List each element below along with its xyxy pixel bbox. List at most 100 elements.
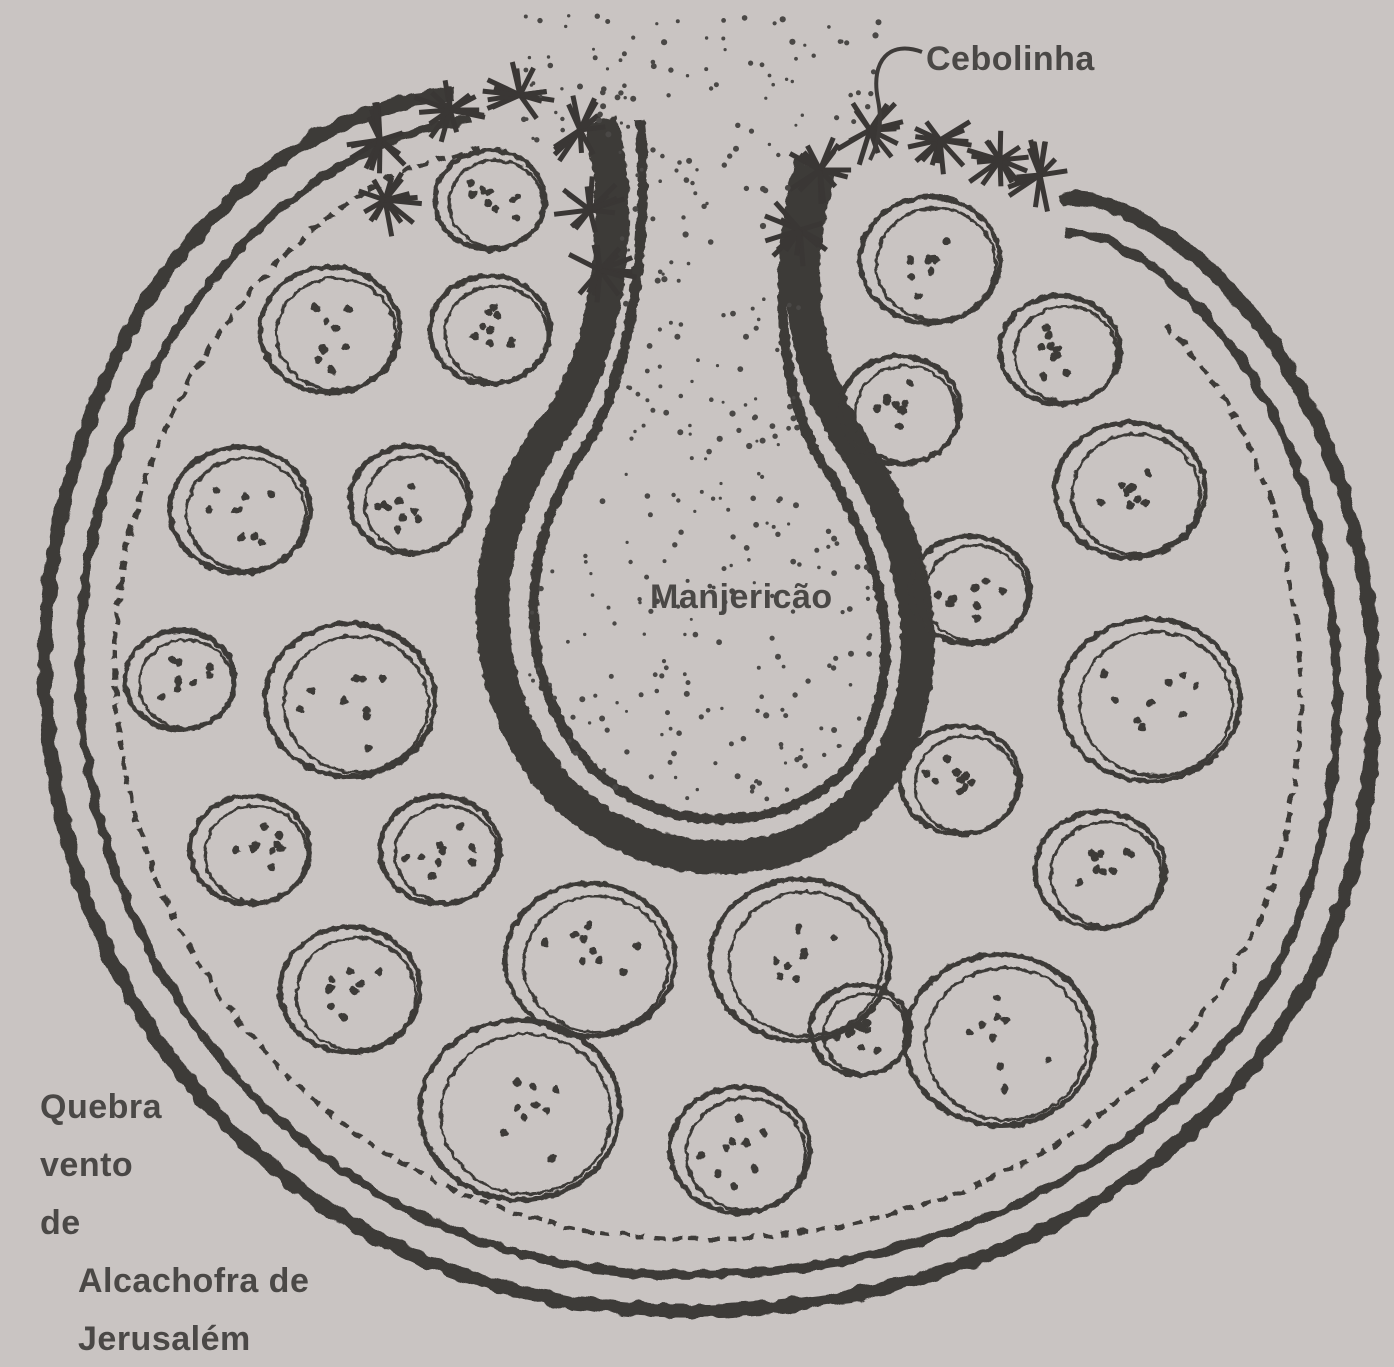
- seed-dot: [784, 961, 792, 969]
- basil-dot: [757, 780, 762, 785]
- basil-dot: [834, 115, 839, 120]
- basil-dot: [662, 659, 666, 663]
- plant-circle-inner: [730, 892, 883, 1036]
- basil-dot: [660, 733, 663, 736]
- seed-dot: [1043, 324, 1051, 332]
- basil-dot: [627, 249, 630, 252]
- basil-dot: [780, 708, 784, 712]
- basil-dot: [645, 369, 650, 374]
- basil-dot: [612, 621, 616, 625]
- plant-circle: [265, 624, 435, 777]
- basil-dot: [780, 746, 784, 750]
- basil-dot: [757, 318, 761, 322]
- basil-dot: [628, 560, 632, 564]
- basil-dot: [685, 796, 689, 800]
- basil-dot: [724, 48, 727, 51]
- seed-dot: [260, 823, 268, 831]
- basil-dot: [548, 63, 554, 69]
- seed-dot: [862, 1018, 870, 1026]
- basil-dot: [744, 186, 749, 191]
- seed-dot: [633, 942, 641, 950]
- basil-dot: [826, 545, 830, 549]
- seed-dot: [993, 994, 1001, 1002]
- basil-dot: [709, 397, 714, 402]
- basil-dot: [693, 632, 699, 638]
- seed-dot: [956, 787, 964, 795]
- seed-dot: [358, 676, 366, 684]
- basil-dot: [800, 748, 803, 751]
- basil-dot: [686, 74, 689, 77]
- basil-dot: [735, 123, 740, 128]
- basil-dot: [683, 633, 686, 636]
- basil-dot: [866, 597, 870, 601]
- basil-dot: [539, 95, 542, 98]
- seed-dot: [543, 1107, 551, 1115]
- seed-dot: [331, 324, 339, 332]
- basil-dot: [722, 401, 725, 404]
- basil-dot: [538, 586, 543, 591]
- seed-dot: [340, 697, 348, 705]
- basil-dot: [550, 569, 554, 573]
- seed-dot: [1001, 1016, 1009, 1024]
- basil-dot: [760, 62, 765, 67]
- seed-dot: [735, 1115, 743, 1123]
- basil-dot: [742, 15, 748, 21]
- basil-dot: [822, 753, 826, 757]
- basil-dot: [640, 168, 644, 172]
- basil-dot: [857, 716, 861, 720]
- seed-dot: [1100, 669, 1108, 677]
- basil-dot: [746, 443, 752, 449]
- label-windbreak-line3: de: [40, 1206, 380, 1240]
- seed-dot: [1164, 678, 1172, 686]
- seed-dot: [507, 340, 515, 348]
- basil-dot: [591, 593, 595, 597]
- plant-circle: [905, 955, 1095, 1126]
- basil-dot: [704, 457, 707, 460]
- basil-dot: [696, 358, 700, 362]
- basil-dot: [631, 36, 635, 40]
- basil-dot: [817, 566, 821, 570]
- basil-dot: [729, 741, 734, 746]
- seed-dot: [319, 345, 327, 353]
- basil-dot: [668, 760, 673, 765]
- seed-dot: [580, 957, 588, 965]
- seed-dot: [1118, 482, 1126, 490]
- basil-dot: [596, 118, 602, 124]
- seed-dot: [1127, 850, 1135, 858]
- basil-dot: [589, 572, 592, 575]
- seed-dot: [1046, 342, 1054, 350]
- basil-dot: [552, 696, 557, 701]
- seed-dot: [897, 406, 905, 414]
- seed-dot: [962, 772, 970, 780]
- seed-dot: [934, 591, 942, 599]
- seed-dot: [552, 1086, 560, 1094]
- seed-dot: [486, 339, 494, 347]
- basil-dot: [677, 160, 682, 165]
- seed-dot: [325, 985, 333, 993]
- basil-dot: [750, 496, 756, 502]
- plant-circle-inner: [1072, 434, 1200, 554]
- basil-dot: [530, 83, 533, 86]
- plant-circle: [505, 884, 675, 1037]
- seed-dot: [1093, 865, 1101, 873]
- basil-dot: [679, 394, 684, 399]
- basil-dot: [838, 39, 843, 44]
- basil-dot: [750, 789, 754, 793]
- seed-dot: [428, 872, 436, 880]
- basil-dot: [827, 663, 832, 668]
- basil-dot: [764, 97, 767, 100]
- seed-dot: [327, 1002, 335, 1010]
- seed-dot: [1146, 699, 1154, 707]
- seed-dot: [385, 503, 393, 511]
- seed-dot: [408, 483, 416, 491]
- basil-dot: [570, 715, 575, 720]
- basil-dot: [645, 493, 651, 499]
- seed-dot: [205, 506, 213, 514]
- basil-dot: [782, 665, 786, 669]
- seed-dot: [471, 332, 479, 340]
- basil-dot: [599, 716, 605, 722]
- seed-dot: [399, 513, 407, 521]
- keyhole-path-border: [493, 120, 918, 858]
- basil-dot: [679, 322, 684, 327]
- basil-dot: [647, 343, 653, 349]
